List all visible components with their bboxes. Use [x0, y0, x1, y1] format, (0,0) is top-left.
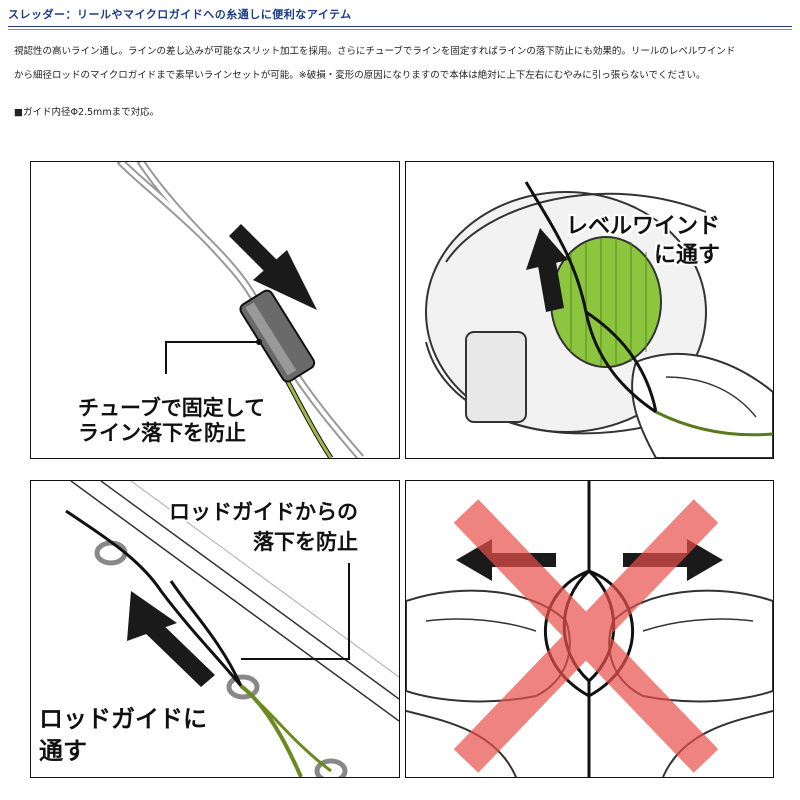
tube-caption-line-2: ライン落下を防止: [78, 421, 246, 445]
page-title: スレッダー：リールやマイクロガイドへの糸通しに便利なアイテム: [8, 8, 352, 21]
description-line-1: 視認性の高いライン通し。ラインの差し込みが可能なスリット加工を採用。さらにチュー…: [14, 46, 736, 57]
panel-tube-fix: チューブで固定して ライン落下を防止: [30, 161, 400, 459]
do-not-pull-illustration: [406, 481, 773, 777]
tube-caption: チューブで固定して ライン落下を防止: [78, 396, 265, 446]
description-line-2: から細径ロッドのマイクロガイドまで素早いラインセットが可能。※破損・変形の原因に…: [14, 70, 706, 81]
rod-callout-line-1: ロッドガイドからの: [169, 500, 358, 524]
rod-caption-line-2: 通す: [39, 737, 87, 765]
rod-guide-illustration: [65, 481, 399, 777]
guide-size-note: ■ガイド内径Φ2.5mmまで対応。: [14, 107, 160, 118]
rod-callout: ロッドガイドからの 落下を防止: [169, 497, 358, 557]
reel-caption-line-2: に通す: [654, 243, 721, 268]
rod-caption: ロッドガイドに 通す: [39, 703, 207, 767]
panel-rod-guide: ロッドガイドからの 落下を防止 ロッドガイドに 通す: [30, 480, 400, 778]
reel-caption-line-1: レベルワインド: [566, 214, 721, 239]
title-divider: [8, 26, 792, 27]
tube-caption-line-1: チューブで固定して: [78, 396, 266, 420]
reel-illustration: [425, 181, 773, 458]
reel-caption: レベルワインド に通す: [566, 212, 720, 270]
panel-do-not-pull: [405, 480, 774, 778]
reel-thread-arrow: [526, 228, 568, 312]
tube-push-arrow: [229, 224, 317, 310]
prohibited-cross: [453, 499, 719, 773]
panel-reel-level-wind: レベルワインド に通す: [405, 161, 774, 459]
product-description: 視認性の高いライン通し。ラインの差し込みが可能なスリット加工を採用。さらにチュー…: [14, 40, 786, 88]
rod-caption-line-1: ロッドガイドに: [39, 705, 207, 733]
title-divider-secondary: [8, 29, 792, 30]
tube-illustration: [117, 162, 365, 458]
rod-thread-arrow: [127, 591, 215, 687]
rod-callout-line-2: 落下を防止: [253, 530, 358, 554]
